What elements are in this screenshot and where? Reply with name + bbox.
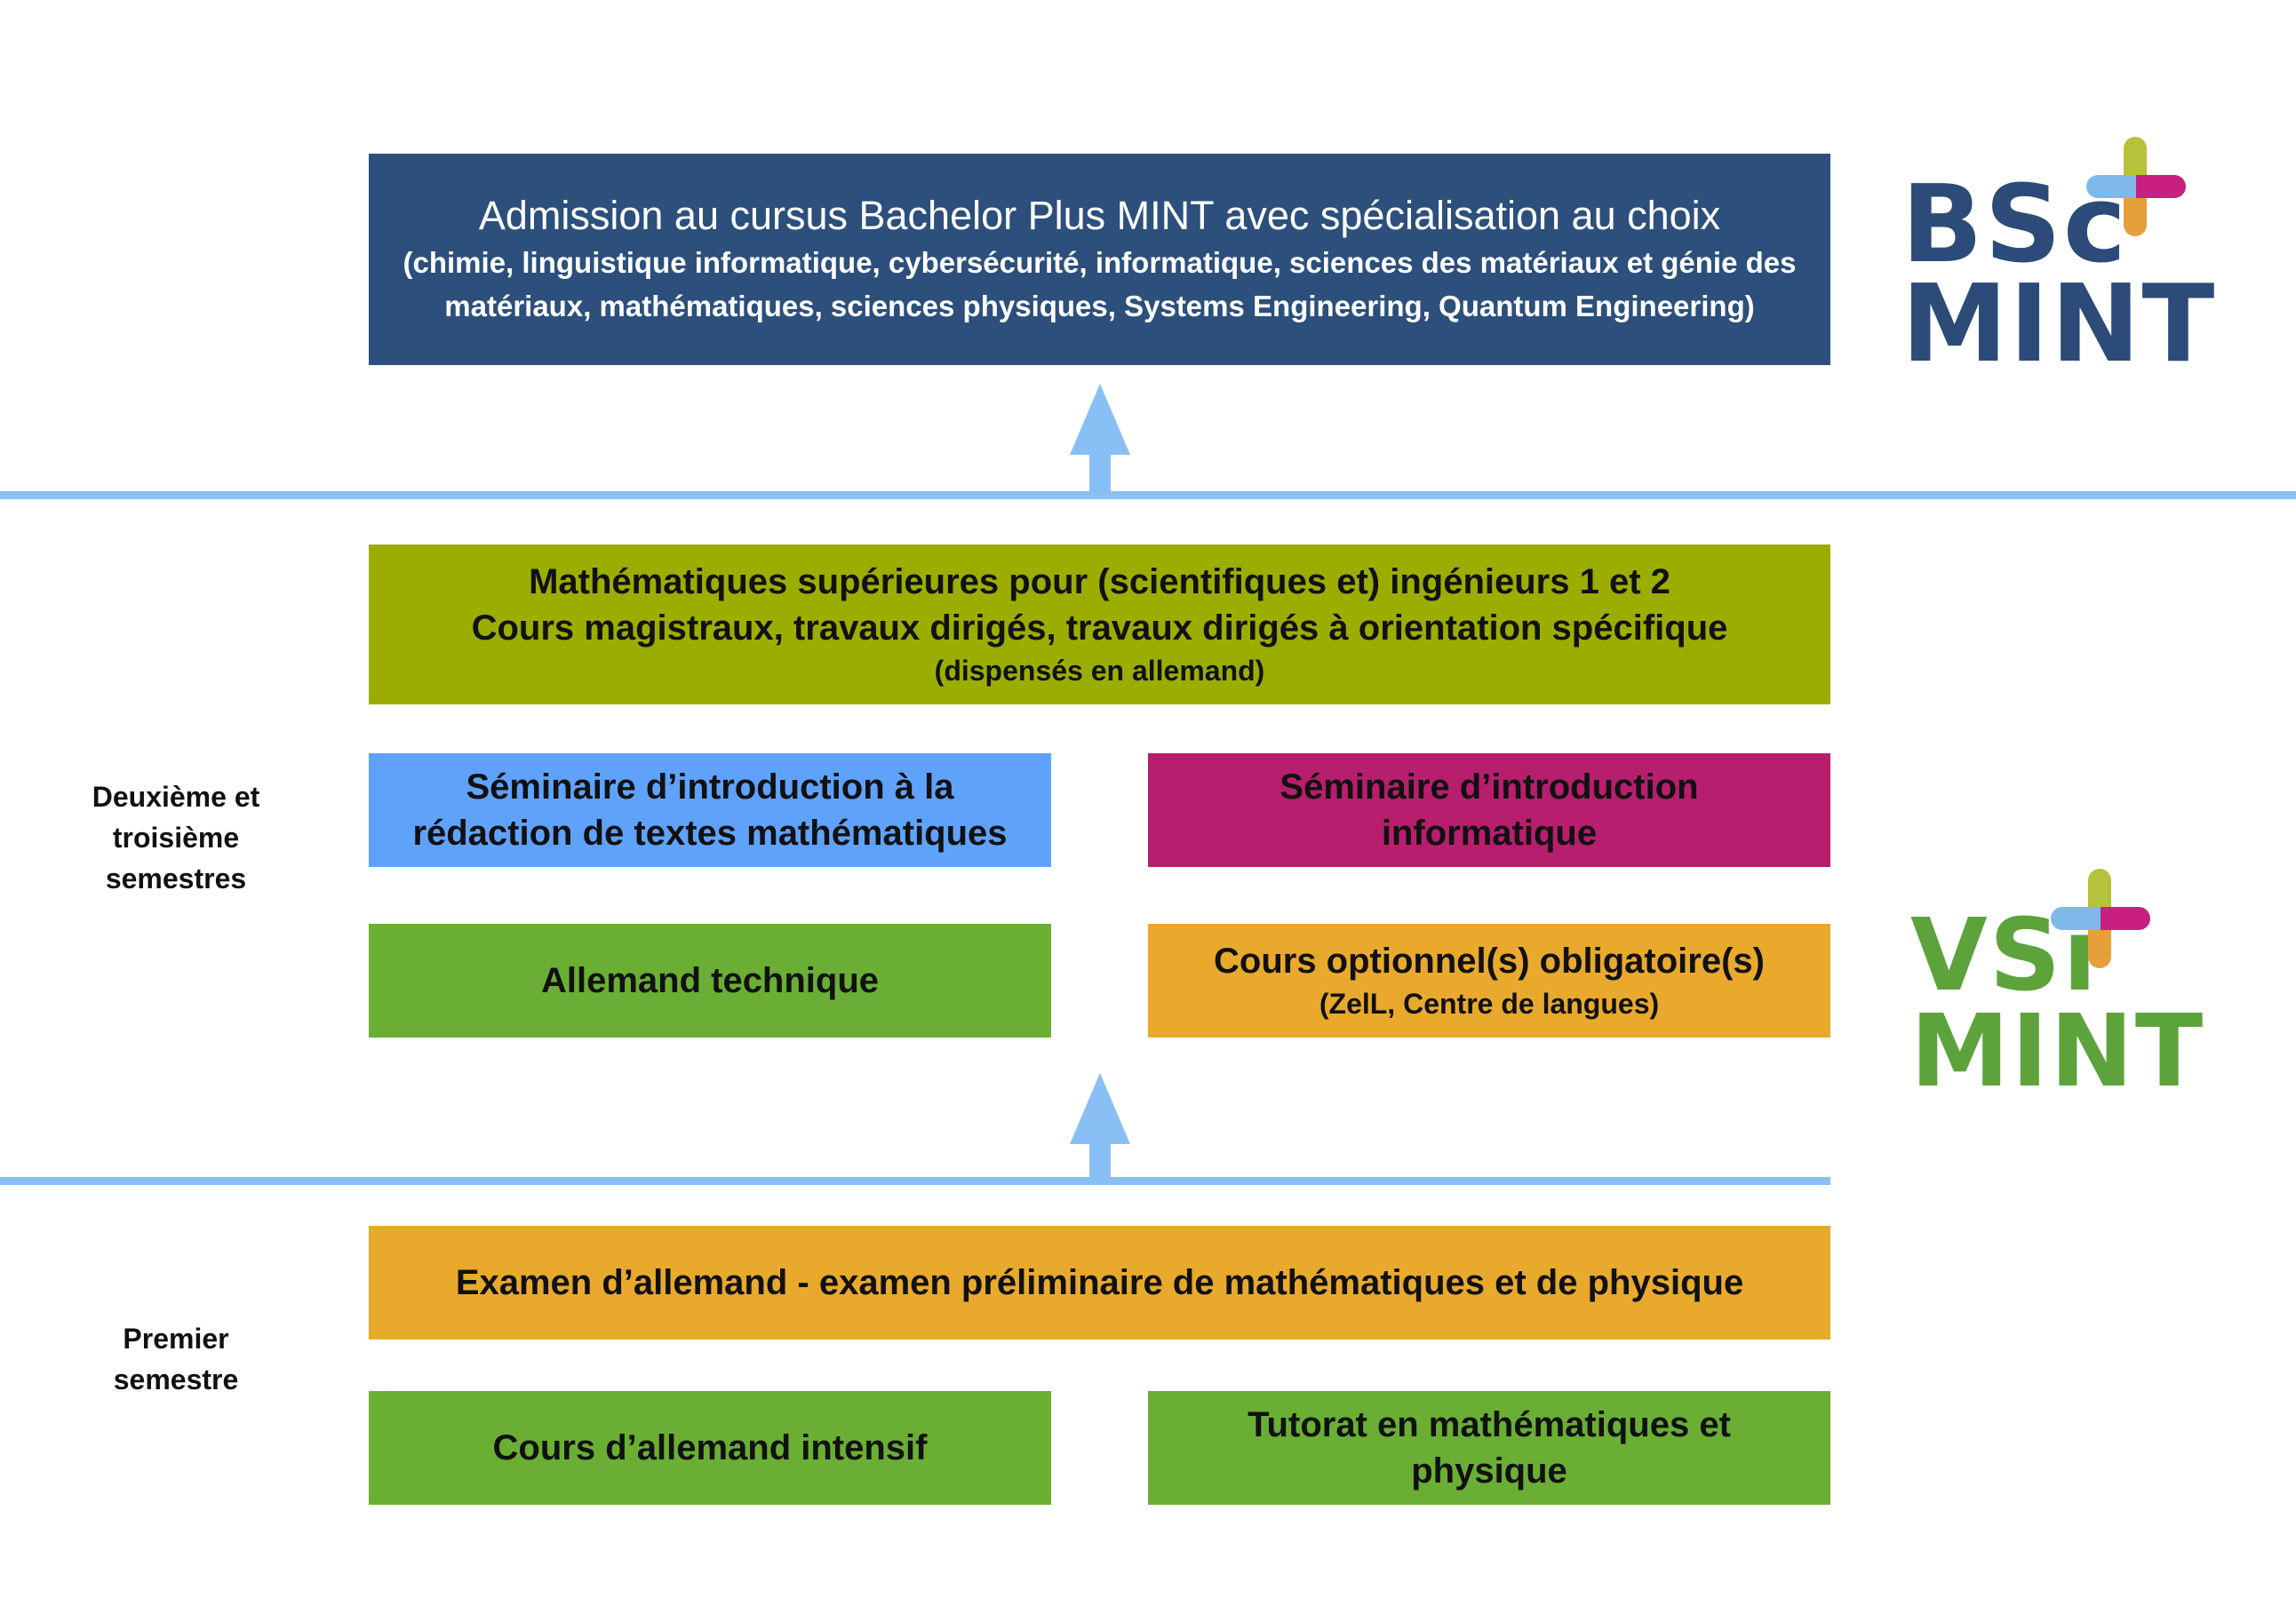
exam-label: Examen d’allemand - examen préliminaire …: [455, 1263, 1744, 1302]
optional-courses-note: (ZelL, Centre de langues): [1319, 988, 1660, 1020]
seminar-math-label: Séminaire d’introduction à la rédaction …: [412, 767, 1008, 853]
math-box: Mathématiques supérieures pour (scientif…: [369, 545, 1830, 704]
intensive-german-box: Cours d’allemand intensif: [369, 1391, 1051, 1505]
math-line1: Mathématiques supérieures pour (scientif…: [529, 562, 1670, 601]
seminar-info-box: Séminaire d’introduction informatique: [1148, 753, 1830, 867]
optional-courses-label: Cours optionnel(s) obligatoire(s): [1214, 942, 1765, 981]
vsi-logo-line2: MINT: [1910, 994, 2205, 1109]
bsc-plus-icon: [2044, 137, 2195, 243]
separator-line-top: [0, 491, 2296, 499]
tutoring-box: Tutorat en mathématiques et physique: [1148, 1391, 1830, 1505]
german-technical-box: Allemand technique: [369, 924, 1051, 1038]
exam-box: Examen d’allemand - examen préliminaire …: [369, 1226, 1830, 1340]
intensive-german-label: Cours d’allemand intensif: [492, 1428, 928, 1467]
math-line2: Cours magistraux, travaux dirigés, trava…: [471, 608, 1728, 648]
vsi-plus-icon: [2008, 869, 2159, 975]
seminar-info-label: Séminaire d’introduction informatique: [1280, 767, 1699, 853]
separator-line-bottom: [0, 1177, 1830, 1185]
math-note: (dispensés en allemand): [934, 655, 1265, 687]
seminar-math-box: Séminaire d’introduction à la rédaction …: [369, 753, 1051, 867]
bsc-logo-line2: MINT: [1901, 263, 2217, 386]
optional-courses-box: Cours optionnel(s) obligatoire(s) (ZelL,…: [1148, 924, 1830, 1038]
bsc-mint-logo: BSc MINT: [1901, 133, 2214, 378]
up-arrow-icon-bottom: [1070, 1073, 1130, 1181]
vsi-mint-logo: VSi MINT: [1910, 867, 2221, 1107]
admission-subtitle: (chimie, linguistique informatique, cybe…: [403, 246, 1797, 322]
up-arrow-icon-top: [1070, 384, 1130, 492]
tutoring-label: Tutorat en mathématiques et physique: [1248, 1405, 1731, 1491]
side-label-second-third-semesters: Deuxième et troisième semestres: [92, 781, 260, 894]
admission-box: Admission au cursus Bachelor Plus MINT a…: [369, 154, 1830, 365]
admission-title: Admission au cursus Bachelor Plus MINT a…: [478, 193, 1721, 238]
german-technical-label: Allemand technique: [540, 961, 880, 1000]
side-label-first-semester: Premier semestre: [113, 1323, 239, 1395]
